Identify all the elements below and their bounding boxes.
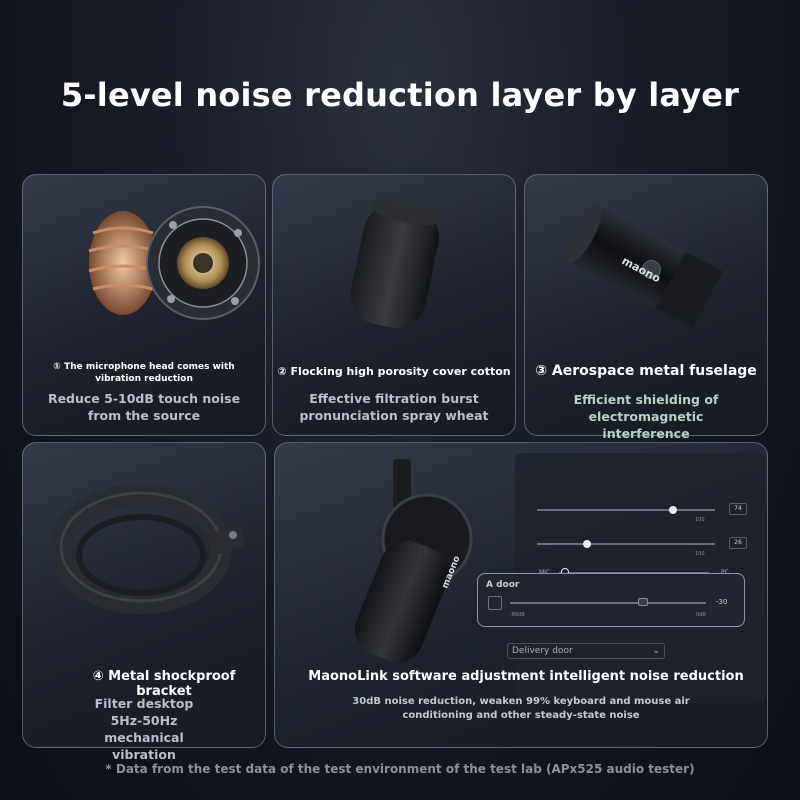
card-title: ④ Metal shockproof bracket [23, 669, 265, 699]
slider-knob[interactable] [669, 506, 677, 514]
card-metal-fuselage: maono ③ Aerospace metal fuselage Efficie… [524, 174, 768, 441]
slider-track[interactable] [537, 509, 715, 511]
card-number: ④ [92, 669, 104, 684]
card-title-text: Flocking high porosity cover cotton [290, 365, 511, 378]
door-label: A door [486, 580, 520, 590]
card-foam-cover: ② Flocking high porosity cover cotton Ef… [272, 174, 516, 436]
card-description: 30dB noise reduction, weaken 99% keyboar… [352, 696, 690, 721]
metal-fuselage-icon: maono [566, 205, 723, 328]
card-title: ② Flocking high porosity cover cotton [273, 365, 515, 378]
pc-label: PC [721, 569, 729, 576]
foam-windscreen-icon [350, 199, 444, 328]
gate-icon [488, 596, 502, 610]
slider-value[interactable]: 26 [729, 537, 747, 549]
mic-label: MIC [539, 569, 550, 576]
door-max: 0dB [696, 612, 706, 618]
door-slider-track[interactable] [510, 602, 706, 604]
card-title-text: MaonoLink software adjustment intelligen… [308, 669, 744, 684]
slider-knob[interactable] [583, 540, 591, 548]
card-description: Reduce 5-10dB touch noise from the sourc… [47, 391, 241, 423]
card-title: MaonoLink software adjustment intelligen… [275, 669, 767, 684]
card-shock-mount: ④ Metal shockproof bracket Filter deskto… [22, 442, 266, 762]
card-title: ① The microphone head comes with vibrati… [23, 361, 265, 385]
card-mic-head: ① The microphone head comes with vibrati… [22, 174, 266, 436]
card-number: ② [277, 365, 287, 378]
card-number: ① [53, 362, 61, 372]
slider-max: 100 [695, 517, 705, 523]
door-min: -80dB [510, 612, 525, 618]
page-title: 5-level noise reduction layer by layer [60, 76, 740, 114]
card-software: 74 100 26 100 MIC PC A door -30 -80dB 0d… [274, 442, 768, 748]
chevron-down-icon: ⌄ [652, 646, 660, 656]
card-title-text: Metal shockproof bracket [108, 669, 236, 699]
microphone-capsule-icon [88, 206, 260, 320]
microphone-with-software-icon: maono [354, 459, 473, 663]
card-title: ③ Aerospace metal fuselage [525, 363, 767, 379]
card-description: Effective filtration burst pronunciation… [299, 391, 489, 423]
door-value: -30 [716, 598, 728, 606]
card-title-text: Aerospace metal fuselage [551, 363, 757, 379]
card-description: Efficient shielding of electromagnetic i… [573, 392, 719, 441]
footnote: * Data from the test data of the test en… [105, 762, 695, 776]
card-title-text: The microphone head comes with vibration… [64, 362, 235, 384]
card-number: ③ [535, 363, 548, 379]
shock-mount-icon [50, 484, 245, 614]
slider-max: 100 [695, 551, 705, 557]
slider-value[interactable]: 74 [729, 503, 747, 515]
slider-track[interactable] [537, 543, 715, 545]
dropdown-value: Delivery door [512, 646, 573, 656]
door-slider-knob[interactable] [638, 598, 648, 606]
noise-gate-box[interactable]: A door -30 -80dB 0dB [477, 573, 745, 627]
door-dropdown[interactable]: Delivery door ⌄ [507, 643, 665, 659]
card-description: Filter desktop 5Hz-50Hz mechanical vibra… [94, 696, 194, 762]
